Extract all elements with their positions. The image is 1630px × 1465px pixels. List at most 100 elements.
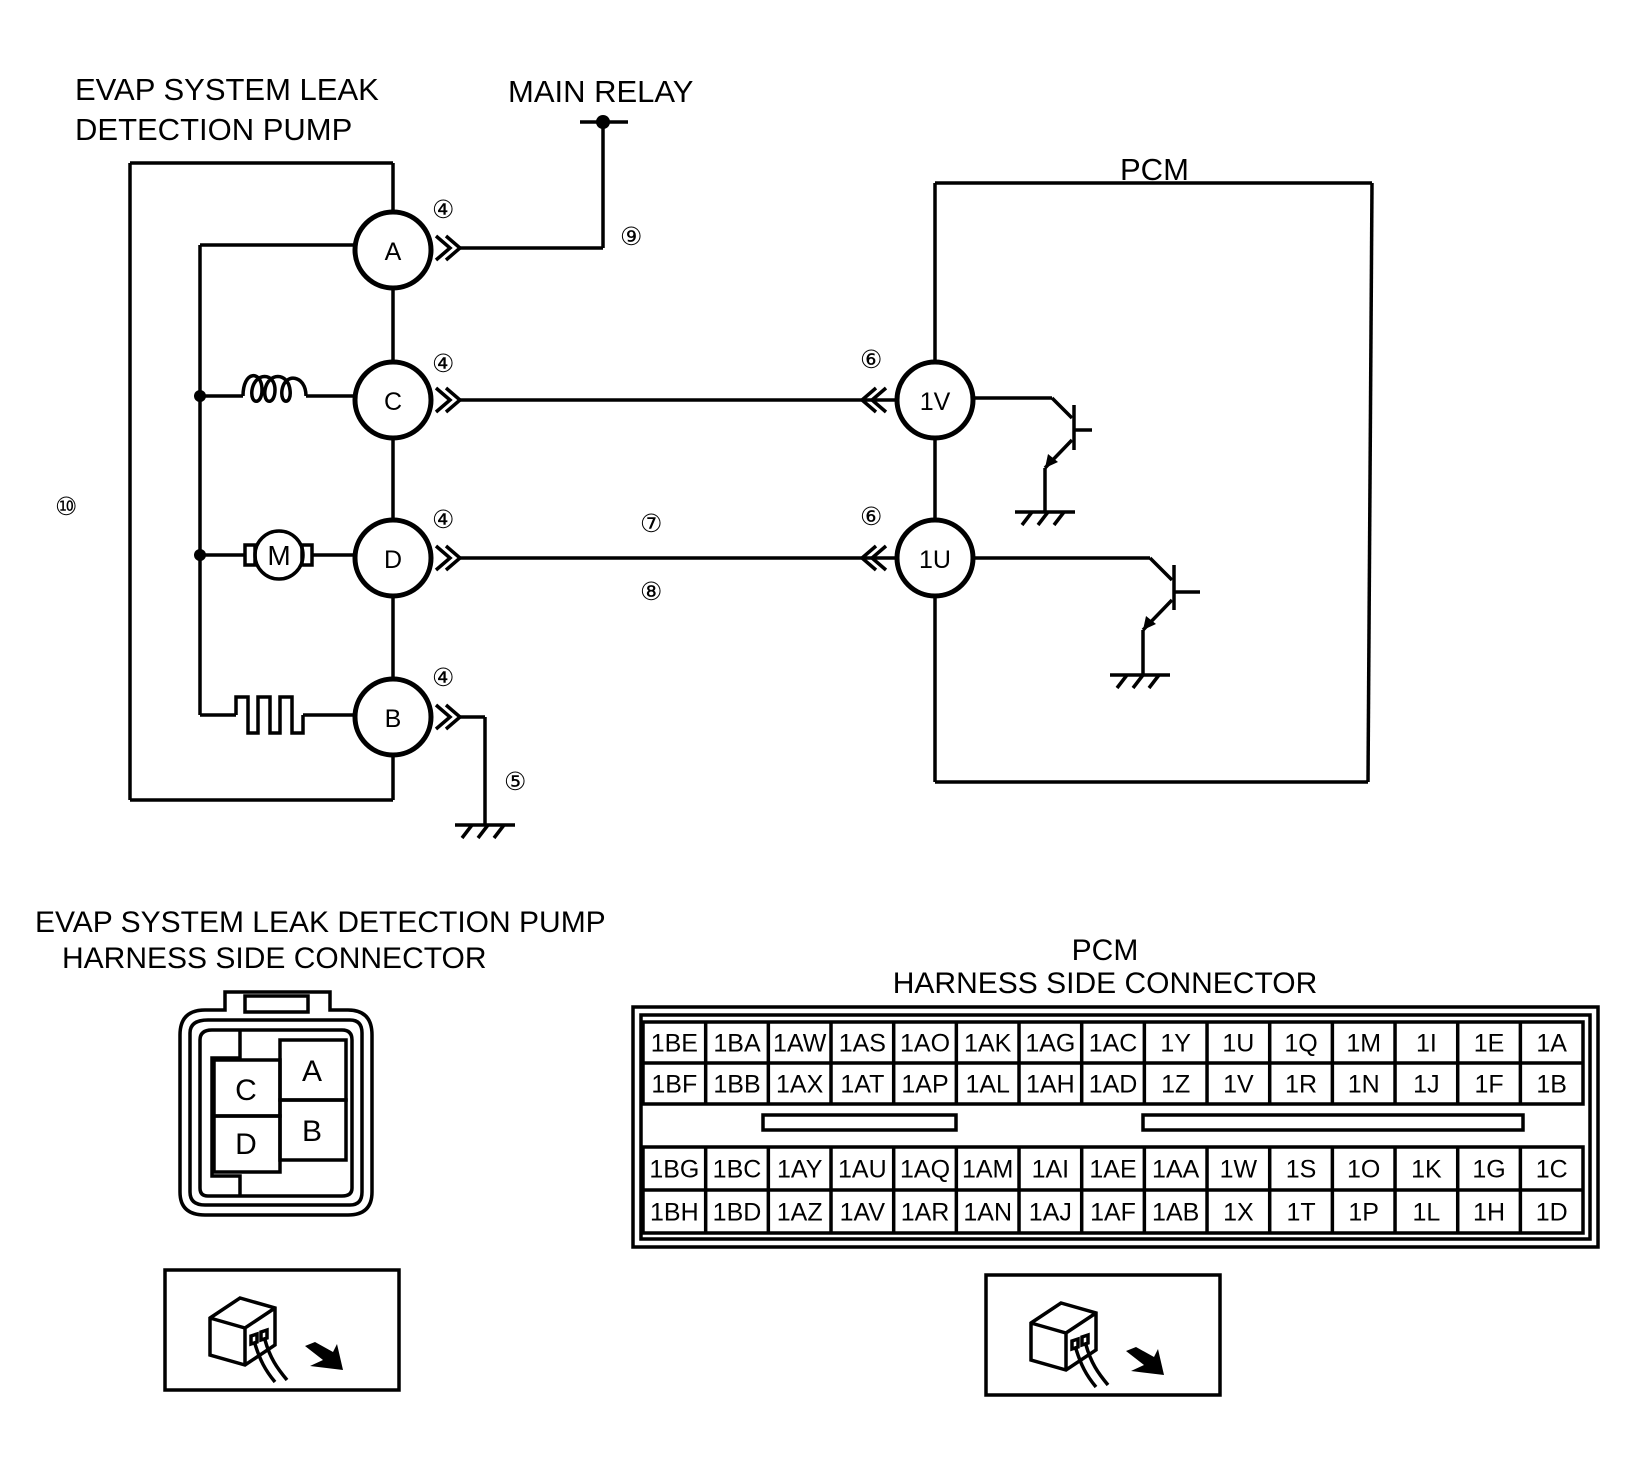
pcm-terminal-1v: 1V (894, 359, 976, 441)
pcm-pin-1aa: 1AA (1152, 1156, 1200, 1184)
callout-pump-connector-c: ④ (432, 350, 454, 378)
pcm-pin-1ap: 1AP (901, 1071, 948, 1099)
pump-terminal-c: C (352, 359, 434, 441)
pcm-label: PCM (1120, 152, 1189, 187)
main-relay-label: MAIN RELAY (508, 74, 693, 109)
pcm-pin-1h: 1H (1473, 1199, 1505, 1227)
ground-wire-b (455, 715, 515, 840)
pcm-pin-1j: 1J (1413, 1071, 1439, 1099)
pcm-pin-1be: 1BE (651, 1030, 698, 1058)
pcm-pin-1am: 1AM (962, 1156, 1013, 1184)
pcm-pin-1aq: 1AQ (900, 1156, 950, 1184)
pcm-pin-1bg: 1BG (649, 1156, 699, 1184)
transistor-1u-icon (973, 556, 1200, 690)
pcm-pin-1x: 1X (1223, 1199, 1254, 1227)
pcm-pin-1z: 1Z (1161, 1071, 1190, 1099)
pcm-pin-1y: 1Y (1160, 1030, 1191, 1058)
svg-text:C: C (384, 388, 402, 416)
pcm-pin-1s: 1S (1286, 1156, 1317, 1184)
pump-connector-chevrons (434, 234, 463, 731)
motor-label: M (267, 540, 290, 571)
callout-pump-connector-b: ④ (432, 664, 454, 692)
pcm-terminal-1u: 1U (894, 517, 976, 599)
pcm-pin-1m: 1M (1346, 1030, 1381, 1058)
pcm-connector-chevrons (859, 386, 888, 572)
pcm-pin-1an: 1AN (963, 1199, 1012, 1227)
pump-pin-c: C (235, 1074, 257, 1107)
pump-harness-connector: A C B D (178, 990, 374, 1217)
pcm-connector-title-line1: PCM (1072, 934, 1139, 967)
pump-terminal-b: B (352, 676, 434, 758)
pump-title-line1: EVAP SYSTEM LEAK (75, 72, 379, 107)
pcm-pin-1a: 1A (1536, 1030, 1567, 1058)
pcm-pin-1ax: 1AX (776, 1071, 824, 1099)
pcm-pin-1bh: 1BH (650, 1199, 699, 1227)
pcm-pin-1af: 1AF (1090, 1199, 1136, 1227)
pcm-outline (933, 181, 1374, 784)
pump-connector-title-line1: EVAP SYSTEM LEAK DETECTION PUMP (35, 906, 606, 939)
pcm-pin-1ao: 1AO (900, 1030, 950, 1058)
pcm-pin-1bc: 1BC (713, 1156, 762, 1184)
pcm-pin-1f: 1F (1474, 1071, 1503, 1099)
pcm-pin-1ae: 1AE (1089, 1156, 1136, 1184)
callout-main-relay-wire: ⑨ (620, 223, 642, 251)
main-relay-wire (460, 115, 628, 250)
pcm-pin-1bd: 1BD (713, 1199, 762, 1227)
svg-text:1V: 1V (920, 388, 951, 416)
pcm-pin-1ay: 1AY (777, 1156, 823, 1184)
pump-internal-wiring: M (194, 243, 393, 735)
pcm-pin-1u: 1U (1222, 1030, 1254, 1058)
pcm-pin-1g: 1G (1472, 1156, 1505, 1184)
callout-pcm-connector-1u: ⑥ (860, 503, 882, 531)
pcm-pin-1o: 1O (1347, 1156, 1380, 1184)
pcm-pin-1i: 1I (1416, 1030, 1437, 1058)
callout-pump-body: ⑩ (55, 493, 77, 521)
pcm-pin-1ah: 1AH (1026, 1071, 1075, 1099)
motor-icon (253, 529, 305, 581)
callout-pump-connector-d: ④ (432, 506, 454, 534)
harness-side-view-icon (163, 1268, 401, 1392)
pcm-pin-1t: 1T (1286, 1199, 1315, 1227)
pcm-harness-connector: 1BE 1BA 1AW 1AS 1AO 1AK 1AG 1AC 1Y 1U 1Q 1M 1I 1E 1A 1B… (631, 1005, 1600, 1249)
pcm-pin-1at: 1AT (840, 1071, 884, 1099)
pcm-pin-1ac: 1AC (1089, 1030, 1138, 1058)
pcm-pin-1ar: 1AR (901, 1199, 950, 1227)
pcm-pin-1ba: 1BA (713, 1030, 761, 1058)
pcm-pin-1b: 1B (1536, 1071, 1567, 1099)
pcm-pin-1aw: 1AW (773, 1030, 827, 1058)
pcm-pin-1q: 1Q (1284, 1030, 1317, 1058)
pcm-pin-1ad: 1AD (1089, 1071, 1138, 1099)
callout-ground: ⑤ (504, 768, 526, 796)
transistor-1v-icon (973, 396, 1092, 527)
callout-wire-8: ⑧ (640, 578, 662, 606)
pcm-pin-1ag: 1AG (1025, 1030, 1075, 1058)
pcm-pin-1al: 1AL (965, 1071, 1010, 1099)
pcm-pin-1av: 1AV (840, 1199, 886, 1227)
svg-text:D: D (384, 546, 402, 574)
pump-title-line2: DETECTION PUMP (75, 112, 352, 147)
pcm-pin-1bf: 1BF (651, 1071, 697, 1099)
pcm-pin-1r: 1R (1285, 1071, 1317, 1099)
pcm-pin-1as: 1AS (839, 1030, 886, 1058)
pcm-pin-1v: 1V (1223, 1071, 1254, 1099)
pcm-pin-1e: 1E (1474, 1030, 1505, 1058)
pcm-pin-1k: 1K (1411, 1156, 1442, 1184)
pcm-pin-1ak: 1AK (964, 1030, 1012, 1058)
callout-pump-connector-a: ④ (432, 196, 454, 224)
svg-text:B: B (385, 705, 402, 733)
pump-pin-b: B (302, 1115, 322, 1148)
pump-pin-d: D (235, 1128, 257, 1161)
pcm-pin-1w: 1W (1220, 1156, 1258, 1184)
pump-terminal-a: A (352, 209, 434, 291)
pcm-pin-1n: 1N (1348, 1071, 1380, 1099)
callout-wire-7: ⑦ (640, 510, 662, 538)
svg-text:1U: 1U (919, 546, 951, 574)
callout-pcm-connector-1v: ⑥ (860, 346, 882, 374)
pcm-pin-1az: 1AZ (777, 1199, 823, 1227)
pump-terminal-d: D (352, 517, 434, 599)
solenoid-coil-icon (241, 373, 308, 403)
pcm-pin-1aj: 1AJ (1029, 1199, 1072, 1227)
pcm-pin-1d: 1D (1536, 1199, 1568, 1227)
